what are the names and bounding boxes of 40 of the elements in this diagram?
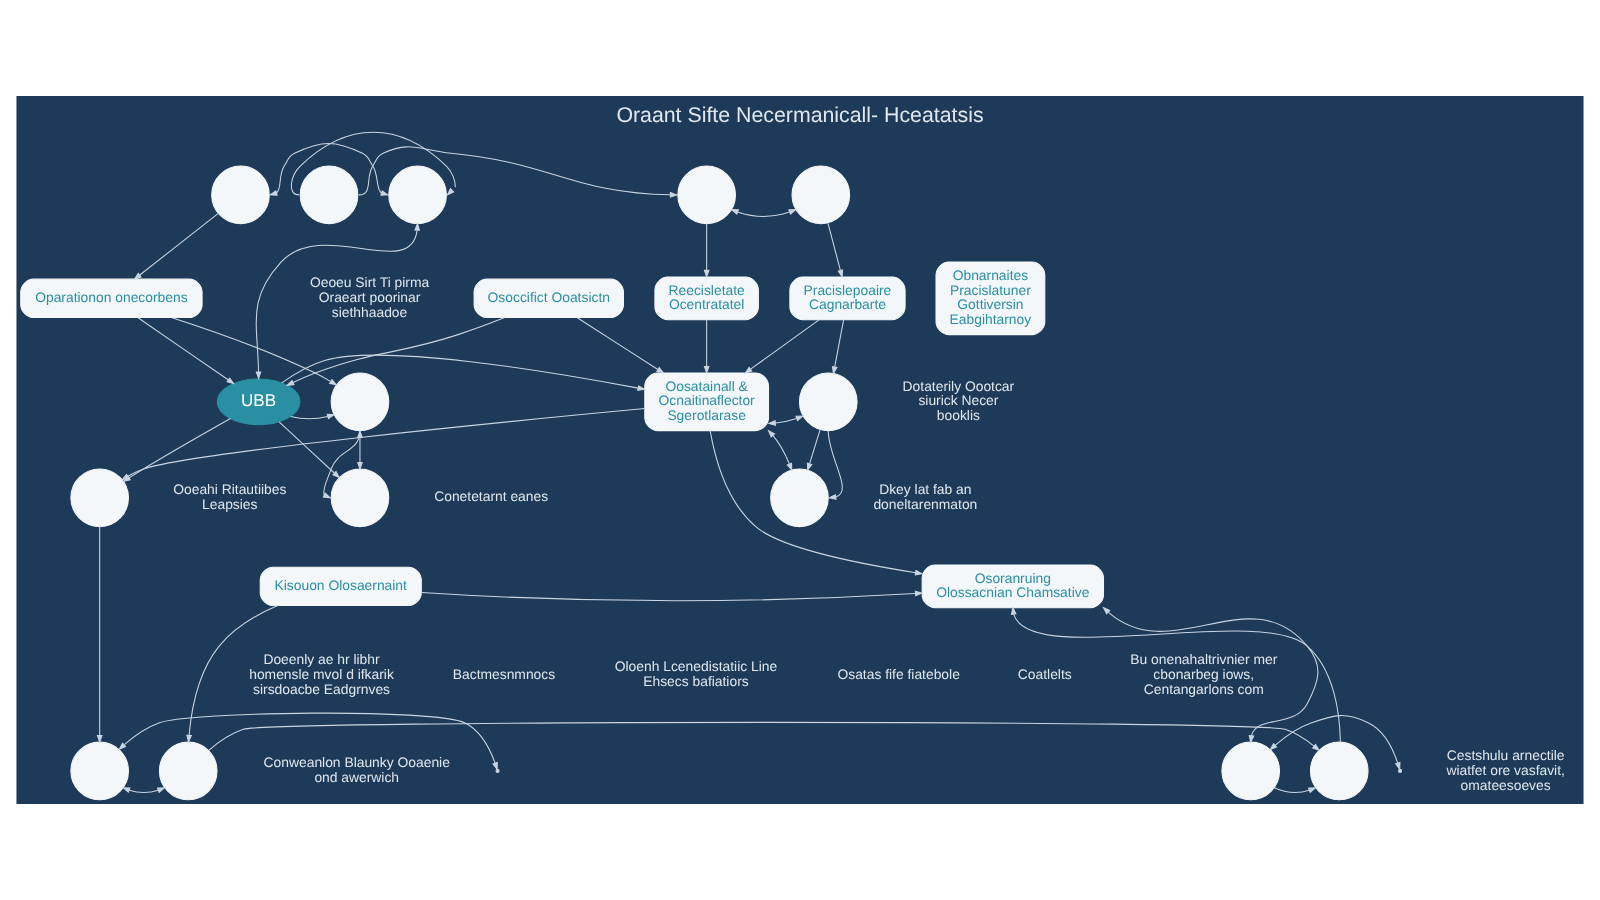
arrow	[806, 429, 821, 472]
node-circle	[677, 165, 736, 225]
arrow	[137, 317, 235, 385]
arrow	[1102, 606, 1319, 744]
arrow	[121, 787, 166, 794]
arrow	[1010, 606, 1341, 743]
arrow	[827, 430, 843, 500]
arrow	[703, 319, 710, 375]
node-circle	[798, 372, 858, 432]
arrow	[255, 222, 421, 380]
arrow	[278, 421, 341, 479]
arrow	[171, 317, 338, 386]
node-circle	[388, 165, 447, 225]
arrow	[703, 223, 710, 279]
arrow	[208, 721, 1321, 752]
arrow	[709, 430, 924, 576]
node-circle	[791, 165, 851, 225]
arrow	[281, 354, 647, 391]
arrow	[767, 429, 793, 472]
node-circle	[770, 468, 829, 528]
diagram-title: Oraant Sifte Necermanicall- Hceatatsis	[616, 103, 984, 128]
arrow	[827, 222, 844, 279]
arrow	[290, 131, 456, 196]
arrow	[831, 319, 845, 375]
arrow	[290, 413, 336, 420]
node-circle	[299, 165, 359, 225]
arrow	[420, 590, 924, 602]
arrow	[186, 605, 279, 744]
node-circle	[211, 165, 270, 225]
arrow	[358, 146, 679, 198]
arrow	[743, 319, 820, 374]
arrow	[1273, 787, 1317, 794]
arrow	[730, 209, 798, 217]
arrow	[576, 317, 665, 374]
arrow	[285, 317, 506, 387]
arrow	[1269, 715, 1401, 771]
arrow	[268, 142, 390, 196]
arrow	[96, 526, 103, 744]
arrow	[133, 212, 219, 281]
arrow	[767, 415, 805, 426]
